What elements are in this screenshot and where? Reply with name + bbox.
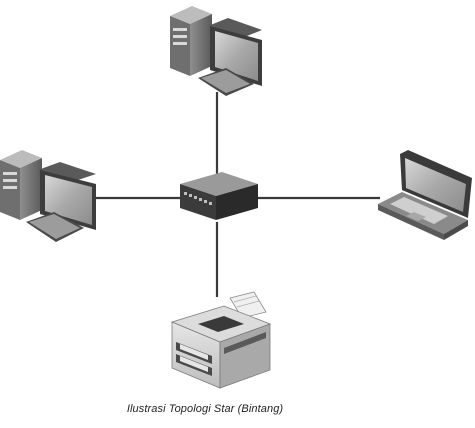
laptop-icon [378, 150, 472, 240]
desktop-computer-icon [0, 150, 96, 242]
desktop-computer-icon [170, 6, 262, 96]
network-links [95, 92, 380, 297]
network-switch-icon [180, 172, 258, 220]
diagram-caption: Ilustrasi Topologi Star (Bintang) [126, 403, 284, 415]
printer-icon [170, 291, 272, 389]
